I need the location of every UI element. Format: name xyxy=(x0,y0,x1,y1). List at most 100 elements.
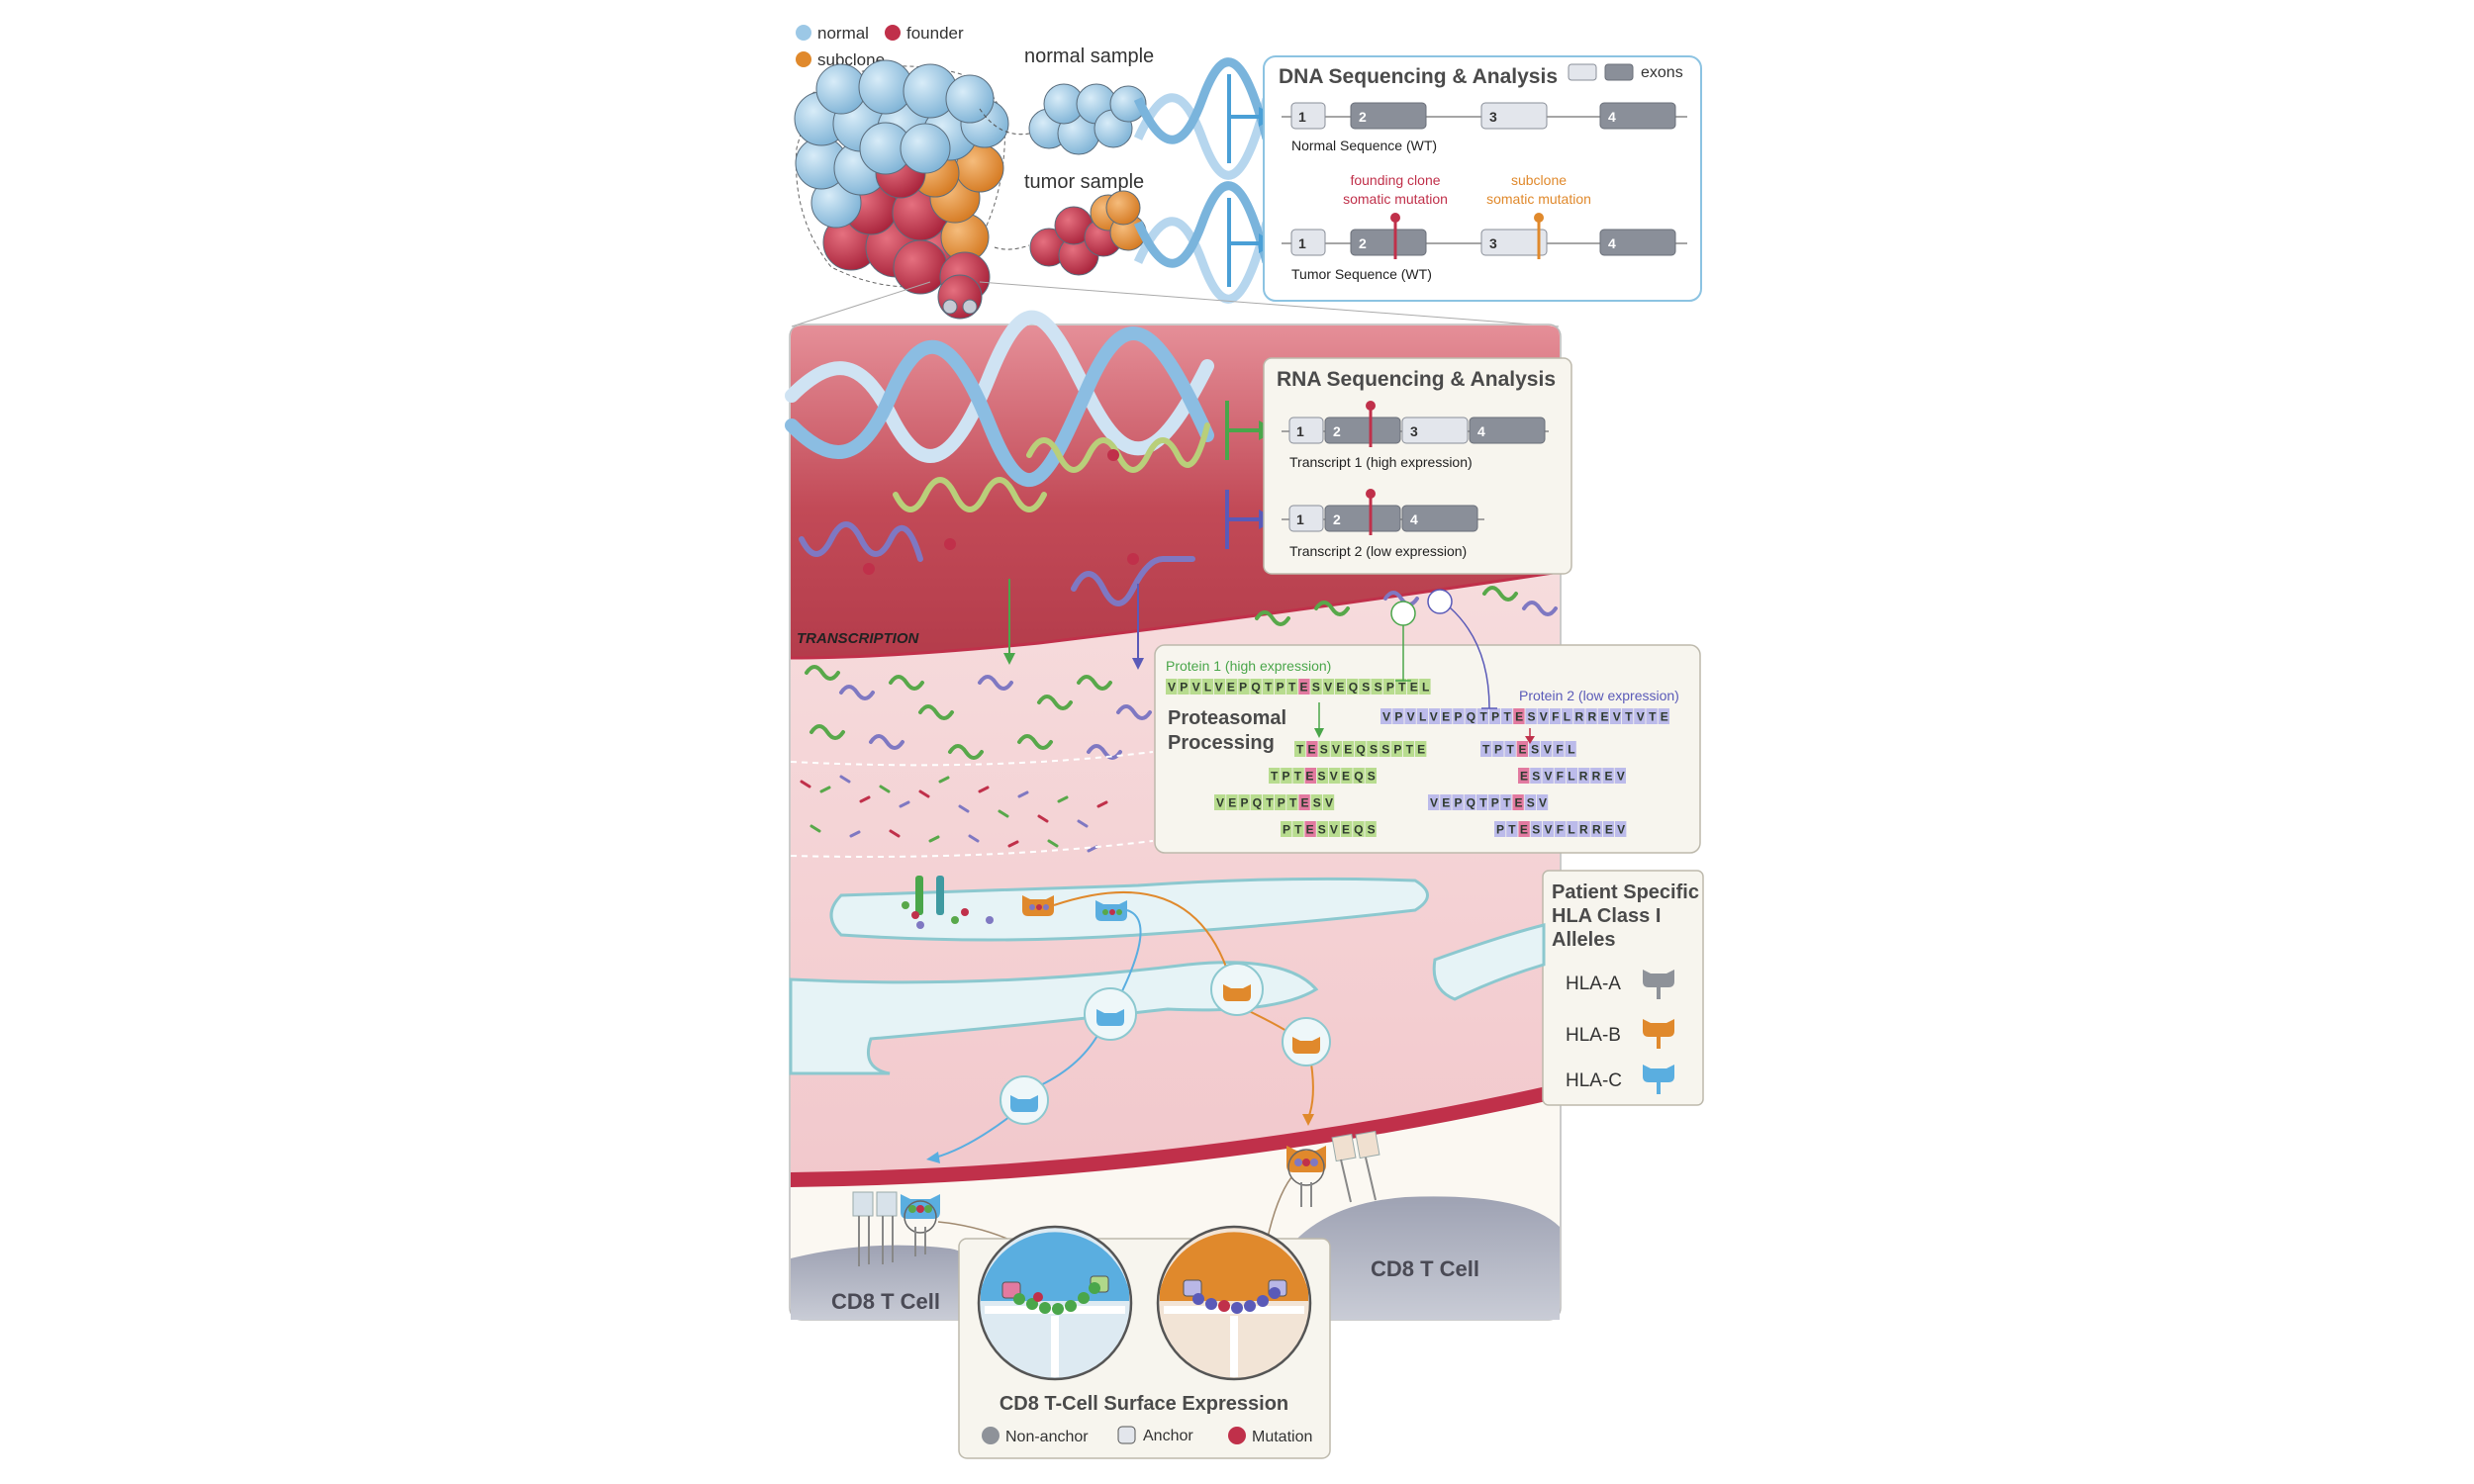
mrna-mutation-dot xyxy=(944,538,956,550)
hla-c-magnified xyxy=(977,1225,1133,1381)
cytoplasm-boundary xyxy=(790,751,1154,767)
residue-box xyxy=(1506,821,1518,837)
residue-box xyxy=(1441,708,1453,724)
rna-sequencing-panel: RNA Sequencing & Analysis 1 2 3 4 Transc… xyxy=(1263,357,1572,575)
residue-box xyxy=(1555,821,1567,837)
normal-sequence-label: Normal Sequence (WT) xyxy=(1291,138,1437,153)
hla-b-icon xyxy=(1643,1019,1674,1049)
residue-box xyxy=(1465,708,1476,724)
residue-box xyxy=(1281,821,1292,837)
residue-box xyxy=(1304,821,1316,837)
nucleus-dna-helix xyxy=(785,310,1214,487)
residue-box xyxy=(1213,679,1226,695)
peptide-sequence-text: TESVEQSSPTE xyxy=(1296,743,1425,757)
hla-title-1: Patient Specific xyxy=(1552,881,1699,903)
clone-legend: normal founder subclone xyxy=(796,24,964,69)
residue-box xyxy=(1549,708,1562,724)
residue-box xyxy=(1518,821,1530,837)
residue-box xyxy=(1530,768,1542,784)
residue-box xyxy=(1365,821,1377,837)
t2-exon-1: 1 xyxy=(1296,511,1304,527)
legend-subclone-label: subclone xyxy=(817,50,885,69)
proteasome-connectors xyxy=(1314,589,1535,744)
hla-b-magnified xyxy=(1156,1225,1312,1381)
residue-box xyxy=(1292,768,1304,784)
t1-exon-2: 2 xyxy=(1333,423,1341,439)
residue-box xyxy=(1250,794,1262,810)
peptide-sequence-text: PTESVFLRREV xyxy=(1496,823,1625,837)
surface-mhc-left xyxy=(901,1194,940,1234)
residue-box xyxy=(1322,794,1335,810)
processing-title: Processing xyxy=(1168,732,1275,754)
t1-exon-1: 1 xyxy=(1296,423,1304,439)
residue-box xyxy=(1274,679,1286,695)
residue-box xyxy=(1341,768,1353,784)
legend-normal-label: normal xyxy=(817,24,869,43)
residue-box xyxy=(1602,768,1614,784)
residue-box xyxy=(1416,708,1428,724)
transcription-label: TRANSCRIPTION xyxy=(797,630,920,647)
rna-panel-title: RNA Sequencing & Analysis xyxy=(1277,368,1556,391)
peptide-sequence-text: TPTESVEQS xyxy=(1271,770,1376,784)
residue-box xyxy=(1516,741,1528,757)
protein1-label: Protein 1 (high expression) xyxy=(1166,658,1331,674)
residue-box xyxy=(1536,794,1549,810)
residue-box xyxy=(1275,794,1286,810)
residue-box xyxy=(1304,768,1316,784)
residue-box xyxy=(1419,679,1431,695)
normal-sample-link xyxy=(979,108,1030,136)
zoom-line-right xyxy=(979,281,1560,327)
residue-box xyxy=(1480,741,1492,757)
residue-box xyxy=(1614,768,1626,784)
residue-box xyxy=(1590,821,1602,837)
residue-box xyxy=(1329,768,1341,784)
residue-box xyxy=(1500,794,1512,810)
t2-exon-2: 2 xyxy=(1333,511,1341,527)
residue-box xyxy=(1602,821,1615,837)
founding-mutation-label: founding clone xyxy=(1350,172,1440,188)
residue-box xyxy=(1316,821,1328,837)
residue-box xyxy=(1464,794,1475,810)
residue-box xyxy=(1565,741,1576,757)
residue-box xyxy=(1578,821,1590,837)
proteasomal-title: Proteasomal xyxy=(1168,707,1286,729)
residue-box xyxy=(1392,708,1404,724)
dna-tumor-exon-4: 4 xyxy=(1608,235,1616,251)
dna-tumor-exon-2: 2 xyxy=(1359,235,1367,251)
residue-box xyxy=(1382,679,1394,695)
residue-box xyxy=(1590,768,1602,784)
residue-box xyxy=(1566,768,1578,784)
residue-box xyxy=(1390,741,1402,757)
residue-box xyxy=(1226,679,1238,695)
residue-box xyxy=(1537,708,1549,724)
residue-box xyxy=(1634,708,1646,724)
tumor-cluster xyxy=(794,59,1009,320)
residue-box xyxy=(1567,821,1578,837)
surface-expression-panel: CD8 T-Cell Surface Expression Non-anchor… xyxy=(958,1225,1331,1459)
residue-box xyxy=(1322,679,1334,695)
anchor-legend-square xyxy=(1117,1426,1136,1444)
residue-box xyxy=(1440,794,1452,810)
residue-box xyxy=(1504,741,1516,757)
residue-box xyxy=(1402,741,1415,757)
transcript2-label: Transcript 2 (low expression) xyxy=(1289,543,1467,559)
residue-box xyxy=(1512,794,1524,810)
peptide2-3: PTESVFLRREV xyxy=(1494,821,1627,837)
t-cell-right-label: CD8 T Cell xyxy=(1371,1256,1479,1281)
peptide-sequence-text: ESVFLRREV xyxy=(1520,770,1625,784)
residue-box xyxy=(1250,679,1262,695)
tap-transporter xyxy=(915,876,944,915)
mrna-mutation-dot xyxy=(863,563,875,575)
hla-title-3: Alleles xyxy=(1552,929,1615,951)
legend-founder-label: founder xyxy=(906,24,964,43)
tumor-sequence-label: Tumor Sequence (WT) xyxy=(1291,266,1432,282)
hla-a-label: HLA-A xyxy=(1566,974,1621,994)
hla-title-2: HLA Class I xyxy=(1552,905,1661,927)
t-cell-left-label: CD8 T Cell xyxy=(831,1289,940,1314)
hla-panel: Patient Specific HLA Class I Alleles HLA… xyxy=(1542,870,1704,1106)
residue-box xyxy=(1328,821,1341,837)
residue-box xyxy=(1513,708,1525,724)
residue-box xyxy=(1407,679,1419,695)
surface-panel-title: CD8 T-Cell Surface Expression xyxy=(999,1393,1288,1415)
residue-box xyxy=(1298,679,1310,695)
